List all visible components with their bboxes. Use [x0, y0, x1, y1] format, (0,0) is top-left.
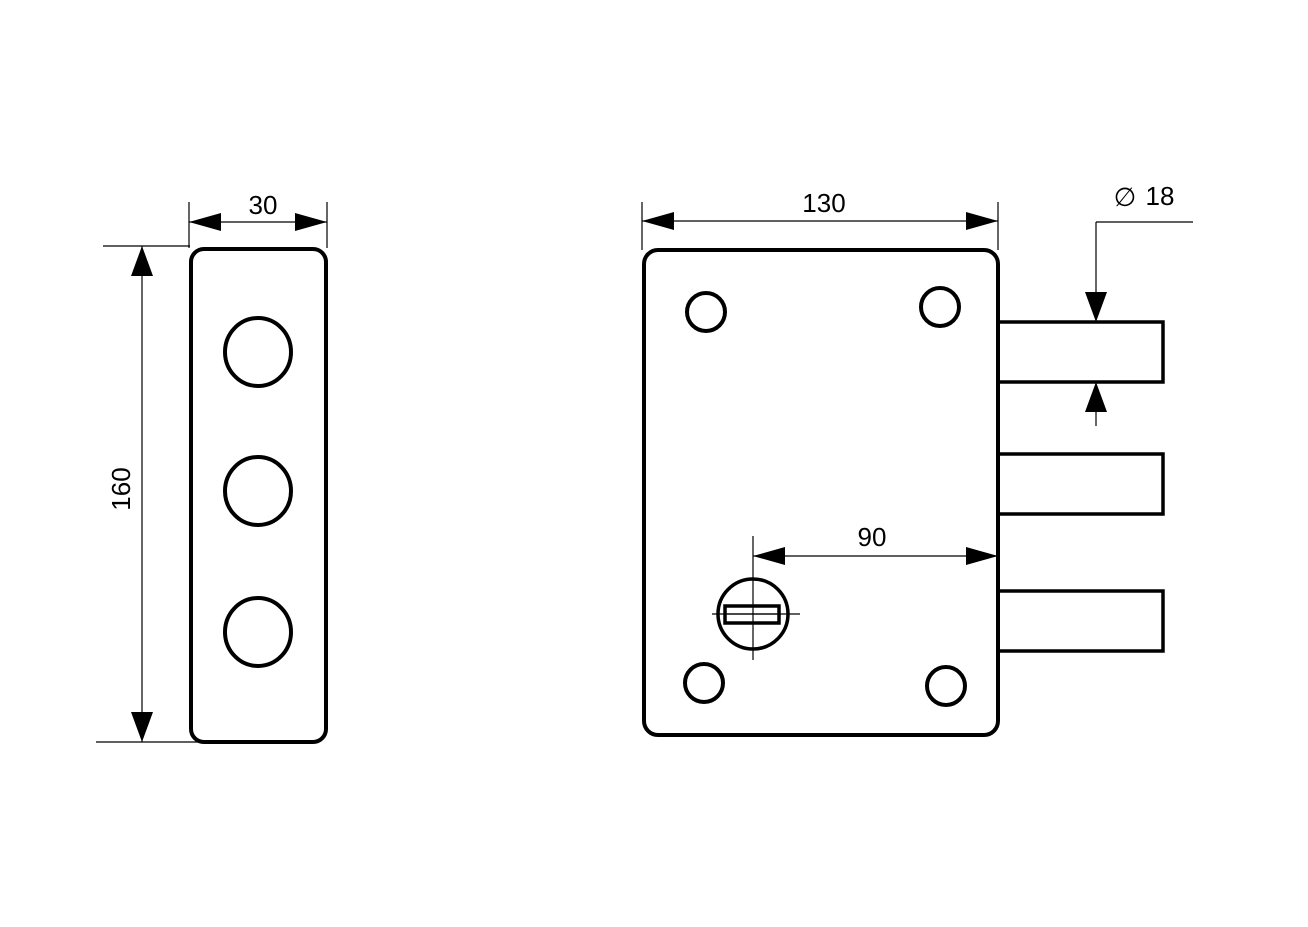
dimension-arrow-left — [753, 547, 785, 565]
dimension-arrow-down — [1085, 292, 1107, 322]
bolt-diameter-label: 18 — [1146, 181, 1175, 211]
key-offset-dimension: 90 — [753, 522, 998, 565]
key-cylinder — [712, 536, 800, 660]
bolt-bottom — [996, 589, 1165, 653]
front-view: 130 90 ∅ 18 — [641, 181, 1193, 737]
dimension-arrow-up — [1085, 382, 1107, 412]
dimension-arrow-right — [966, 547, 998, 565]
side-hole-bottom — [223, 596, 293, 668]
side-width-dimension: 30 — [188, 190, 328, 248]
bolt-diameter-dimension: ∅ 18 — [1085, 181, 1193, 426]
mounting-hole-bottom-left — [683, 662, 725, 704]
side-height-dimension: 160 — [96, 245, 200, 743]
bolt-top — [996, 320, 1165, 384]
dimension-arrow-bottom — [131, 712, 153, 742]
key-offset-label: 90 — [858, 522, 887, 552]
side-hole-middle — [223, 455, 293, 527]
side-height-label: 160 — [106, 467, 136, 510]
side-width-label: 30 — [249, 190, 278, 220]
diameter-symbol: ∅ — [1114, 182, 1137, 212]
dimension-arrow-right — [295, 213, 327, 231]
side-view: 30 160 — [96, 190, 328, 744]
dimension-arrow-left — [642, 212, 674, 230]
mounting-hole-top-left — [685, 291, 727, 333]
dimension-arrow-top — [131, 246, 153, 276]
side-plate-outline — [189, 247, 328, 744]
side-hole-top — [223, 316, 293, 388]
bolt-middle — [996, 452, 1165, 516]
dimension-arrow-left — [189, 213, 221, 231]
front-width-label: 130 — [802, 188, 845, 218]
lock-body-outline — [642, 248, 1000, 737]
mounting-hole-bottom-right — [925, 665, 967, 707]
mounting-hole-top-right — [919, 286, 961, 328]
front-width-dimension: 130 — [641, 188, 999, 250]
dimension-arrow-right — [966, 212, 998, 230]
